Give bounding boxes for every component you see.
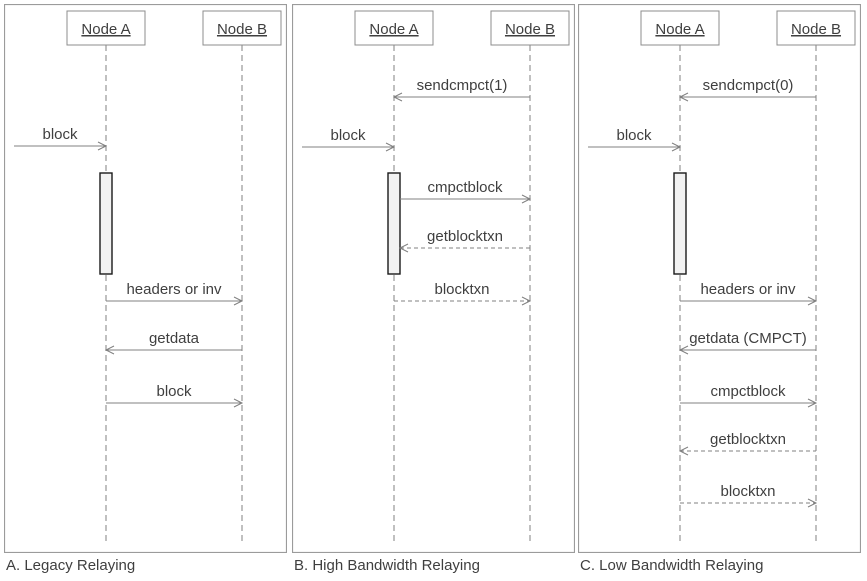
node-box-a: [354, 10, 434, 46]
message-label: cmpctblock: [710, 383, 786, 400]
arrowhead-icon: [521, 296, 532, 306]
node-box-b: [490, 10, 570, 46]
arrowhead-icon: [807, 498, 818, 508]
arrowhead-icon: [678, 92, 689, 102]
arrowhead-icon: [521, 194, 532, 204]
node-box-a: [66, 10, 146, 46]
message-label: block: [330, 127, 366, 144]
message-label: blocktxn: [720, 483, 775, 500]
activation-bar: [99, 172, 113, 275]
node-label-b: Node B: [217, 21, 267, 38]
message-label: block: [42, 126, 78, 143]
message-label: sendcmpct(1): [417, 77, 508, 94]
arrowhead-icon: [385, 142, 396, 152]
arrowhead-icon: [233, 296, 244, 306]
node-label-a: Node A: [655, 21, 704, 38]
message-label: block: [616, 127, 652, 144]
activation-bar: [673, 172, 687, 275]
arrowhead-icon: [104, 345, 115, 355]
node-box-b: [202, 10, 282, 46]
panel-low-bandwidth-relaying: Node A Node B sendcmpct(0) block headers or …: [578, 4, 861, 553]
message-label: headers or inv: [126, 281, 222, 298]
panel-legacy-relaying: Node A Node B block headers or inv getdata bl…: [4, 4, 287, 553]
caption-legacy-relaying: A. Legacy Relaying: [6, 557, 136, 574]
caption-high-bandwidth-relaying: B. High Bandwidth Relaying: [294, 557, 480, 574]
panel-high-bandwidth-svg: Node A Node B sendcmpct(1) block cmpctblock g…: [292, 4, 575, 553]
node-box-a: [640, 10, 720, 46]
arrowhead-icon: [398, 243, 409, 253]
arrowhead-icon: [678, 345, 689, 355]
message-label: headers or inv: [700, 281, 796, 298]
arrowhead-icon: [233, 398, 244, 408]
panel-legacy-svg: Node A Node B block headers or inv getdata bl…: [4, 4, 287, 553]
arrowhead-icon: [671, 142, 682, 152]
arrowhead-icon: [807, 296, 818, 306]
message-label: sendcmpct(0): [703, 77, 794, 94]
node-box-b: [776, 10, 856, 46]
message-label: getblocktxn: [710, 431, 786, 448]
arrowhead-icon: [97, 141, 108, 151]
arrowhead-icon: [807, 398, 818, 408]
panel-border: [292, 4, 575, 553]
panel-low-bandwidth-svg: Node A Node B sendcmpct(0) block headers or …: [578, 4, 861, 553]
node-label-b: Node B: [791, 21, 841, 38]
node-label-b: Node B: [505, 21, 555, 38]
arrowhead-icon: [678, 446, 689, 456]
message-label: getdata (CMPCT): [689, 330, 807, 347]
caption-low-bandwidth-relaying: C. Low Bandwidth Relaying: [580, 557, 764, 574]
panel-border: [578, 4, 861, 553]
message-label: getblocktxn: [427, 228, 503, 245]
panel-high-bandwidth-relaying: Node A Node B sendcmpct(1) block cmpctblock g…: [292, 4, 575, 553]
activation-bar: [387, 172, 401, 275]
message-label: block: [156, 383, 192, 400]
arrowhead-icon: [392, 92, 403, 102]
panel-border: [4, 4, 287, 553]
node-label-a: Node A: [369, 21, 418, 38]
node-label-a: Node A: [81, 21, 130, 38]
message-label: blocktxn: [434, 281, 489, 298]
message-label: cmpctblock: [427, 179, 503, 196]
message-label: getdata: [149, 330, 200, 347]
